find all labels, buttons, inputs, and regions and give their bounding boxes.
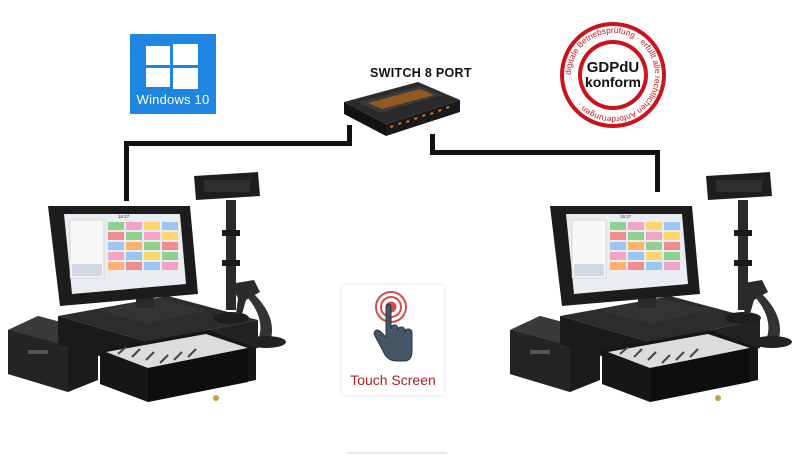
stamp-main-line2: konform	[585, 74, 641, 90]
left-pos-station: 16:27	[8, 172, 286, 402]
touch-screen-label: Touch Screen	[350, 372, 436, 388]
touch-monitor: 16:27	[550, 206, 700, 306]
cable-left-vertical	[124, 141, 129, 201]
windows-10-logo: Windows 10	[130, 34, 216, 114]
divider-line	[347, 452, 447, 454]
cable-left-horizontal	[124, 141, 351, 146]
cash-drawer	[560, 296, 760, 402]
network-switch	[344, 82, 460, 136]
screen-time: 16:27	[118, 214, 130, 219]
windows-icon	[146, 44, 198, 89]
cable-switch-right-drop	[430, 134, 435, 155]
gdpdu-stamp: digitale Betriebsprüfung · erfüllt alle …	[560, 22, 666, 128]
screen-time: 16:27	[620, 214, 632, 219]
touch-monitor: 16:27	[48, 206, 198, 306]
barcode-scanner	[230, 280, 286, 348]
right-pos-station: 16:27	[510, 172, 792, 402]
windows-10-label: Windows 10	[136, 92, 210, 107]
touch-screen-card: Touch Screen	[342, 285, 444, 395]
cable-switch-left-drop	[347, 125, 352, 146]
customer-display	[194, 172, 260, 324]
barcode-scanner	[738, 280, 792, 348]
customer-display	[706, 172, 772, 324]
switch-label: SWITCH 8 PORT	[370, 66, 472, 80]
cable-right-vertical	[655, 150, 660, 192]
stamp-main-line1: GDPdU	[587, 59, 640, 76]
touch-hand-icon	[373, 291, 413, 362]
cable-right-horizontal	[430, 150, 660, 155]
